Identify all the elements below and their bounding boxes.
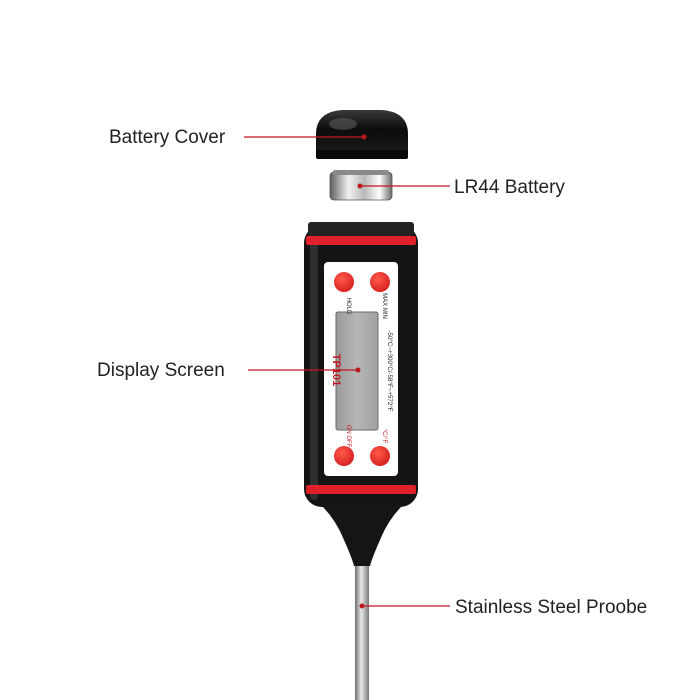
unit-button[interactable] — [370, 446, 390, 466]
battery-cover-label: Battery Cover — [109, 127, 226, 148]
battery-cover-rim — [316, 150, 408, 159]
maxmin-button[interactable] — [370, 272, 390, 292]
range-label: -50°C~+300°C/-58°F~+572°F — [386, 330, 393, 411]
top-red-band — [306, 236, 416, 245]
body-highlight — [310, 230, 318, 500]
probe-label: Stainless Steel Proobe — [455, 597, 648, 618]
handle-taper — [320, 494, 404, 566]
display-screen-label: Display Screen — [97, 360, 225, 381]
steel-probe — [355, 555, 369, 700]
bottom-red-band — [306, 485, 416, 494]
unit-label: °C/°F — [381, 429, 387, 444]
leader-dot-display-screen — [355, 367, 361, 373]
battery-cover-shine — [329, 118, 357, 130]
thread-ring — [308, 222, 414, 236]
onoff-button[interactable] — [334, 446, 354, 466]
onoff-label: ON OFF — [345, 425, 351, 448]
lr44-battery-label: LR44 Battery — [454, 177, 565, 198]
hold-button[interactable] — [334, 272, 354, 292]
battery-top-rim — [333, 170, 389, 175]
leader-dot-probe — [359, 603, 365, 609]
hold-label: HOLD — [345, 298, 351, 315]
leader-dot-lr44-battery — [357, 183, 363, 189]
leader-dot-battery-cover — [361, 134, 367, 140]
maxmin-label: MAX MIN — [381, 293, 387, 319]
